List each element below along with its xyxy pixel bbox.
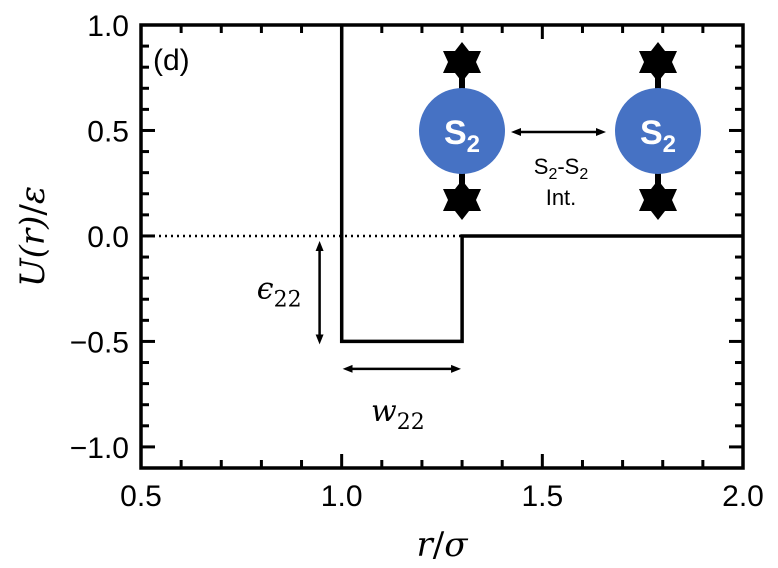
x-axis-label-main: r [417, 525, 435, 565]
tick-labels: 0.5 1.0 1.5 2.0 1.0 0.5 0.0 −0.5 −1.0 [70, 10, 764, 513]
x-tick-label: 1.5 [521, 480, 563, 513]
x-tick-label: 1.0 [321, 480, 363, 513]
x-tick-label: 2.0 [722, 480, 764, 513]
x-tick-label: 0.5 [120, 480, 162, 513]
inset-schematic: S2 S2 S2-S2 Int. [419, 42, 701, 220]
bead-right-letter: S [640, 114, 663, 152]
series-line-potential [339, 25, 743, 344]
epsilon-label: ϵ22 [257, 272, 302, 313]
y-tick-label: 0.5 [87, 115, 129, 148]
y-tick-label: 0.0 [87, 221, 129, 254]
epsilon-symbol: ϵ [257, 272, 274, 307]
star-top-left-icon [443, 42, 481, 82]
width-symbol: w [371, 394, 397, 429]
star-top-right-icon [639, 42, 677, 82]
y-axis-label-sep: / [13, 204, 53, 216]
x-axis-label: r/σ [417, 525, 469, 565]
x-axis-label-sep: / [433, 525, 445, 565]
interaction-dash-s: -S [557, 154, 579, 179]
bead-left-subscript: 2 [467, 131, 480, 158]
bead-left-circle [419, 88, 505, 174]
y-axis-label-main: U(r) [13, 216, 53, 287]
bead-left-letter: S [444, 114, 467, 152]
bead-right-label: S2 [640, 114, 676, 158]
interaction-label-line2: Int. [546, 185, 577, 210]
y-tick-label: 1.0 [87, 10, 129, 43]
bead-right: S2 [615, 42, 701, 220]
x-axis-label-unit: σ [444, 525, 468, 565]
epsilon-subscript: 22 [274, 288, 302, 313]
y-axis-label-unit: ε [13, 186, 53, 204]
bead-right-circle [615, 88, 701, 174]
y-tick-label: −0.5 [70, 326, 129, 359]
width-label: w22 [371, 394, 425, 435]
plot-frame [139, 23, 745, 470]
interaction-label-line1: S2-S2 [534, 154, 589, 183]
star-bottom-right-icon [639, 180, 677, 220]
y-tick-label: −1.0 [70, 432, 129, 465]
star-bottom-left-icon [443, 180, 481, 220]
interaction-sub-a: 2 [548, 166, 557, 183]
panel-label: (d) [153, 44, 190, 77]
bead-left: S2 [419, 42, 505, 220]
interaction-sub-b: 2 [579, 166, 588, 183]
y-axis-label: U(r)/ε [13, 186, 53, 287]
interaction-s-a: S [534, 154, 549, 179]
bead-right-subscript: 2 [663, 131, 676, 158]
width-subscript: 22 [397, 410, 425, 435]
axis-ticks [139, 23, 745, 470]
bead-left-label: S2 [444, 114, 480, 158]
